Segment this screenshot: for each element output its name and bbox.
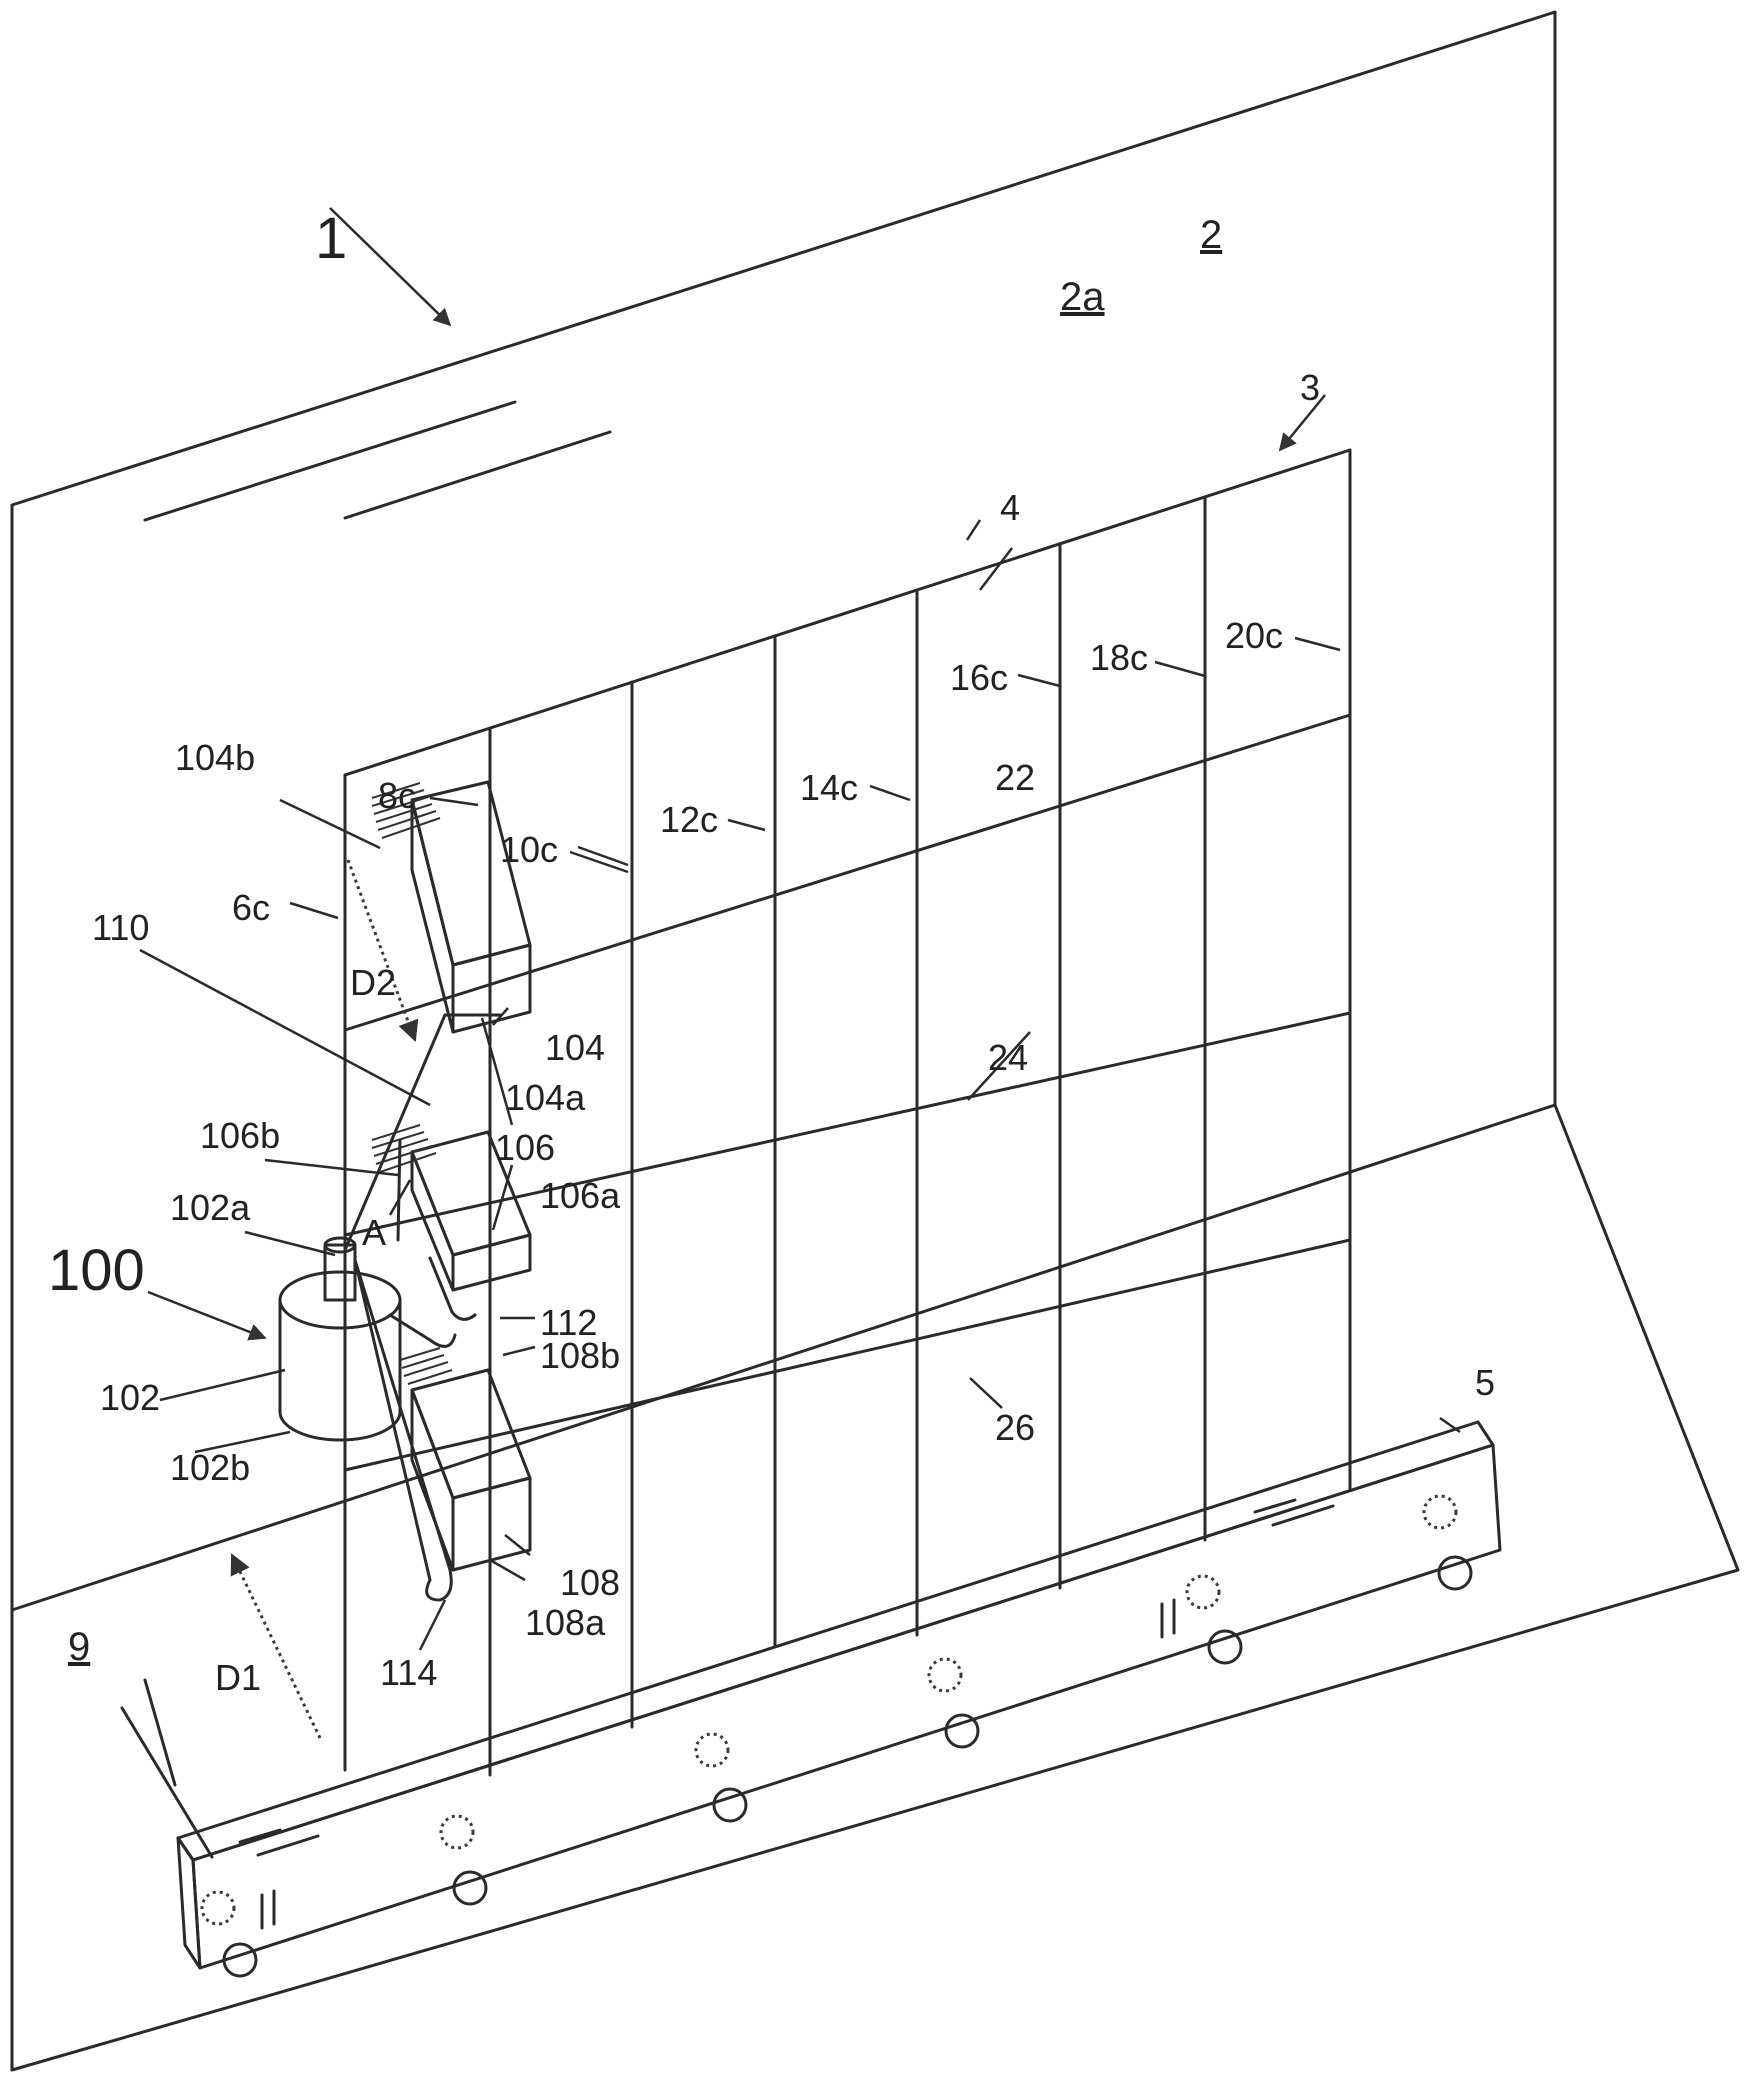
- label-d1: D1: [215, 1657, 261, 1698]
- conveyor: [178, 1422, 1500, 1976]
- label-18c: 18c: [1090, 637, 1148, 678]
- label-104a: 104a: [505, 1077, 586, 1118]
- label-8c: 8c: [378, 775, 416, 816]
- label-top-rail: 4: [1000, 487, 1020, 528]
- label-108: 108: [560, 1562, 620, 1603]
- arrow-100: [148, 1292, 265, 1338]
- label-12c: 12c: [660, 799, 718, 840]
- label-104b: 104b: [175, 737, 255, 778]
- label-102a: 102a: [170, 1187, 251, 1228]
- label-26: 26: [995, 1407, 1035, 1448]
- label-24: 24: [988, 1037, 1028, 1078]
- label-110: 110: [92, 907, 149, 948]
- floor: [12, 1105, 1738, 2070]
- label-108a: 108a: [525, 1602, 606, 1643]
- label-floor: 9: [68, 1625, 90, 1669]
- label-14c: 14c: [800, 767, 858, 808]
- label-angle: A: [362, 1212, 386, 1253]
- label-106: 106: [495, 1127, 555, 1168]
- label-106b: 106b: [200, 1115, 280, 1156]
- label-6c: 6c: [232, 887, 270, 928]
- label-20c: 20c: [1225, 615, 1283, 656]
- label-device: 100: [48, 1238, 145, 1303]
- label-conveyor: 5: [1475, 1362, 1495, 1403]
- dimension-d1: [232, 1555, 320, 1738]
- cylinder-102-shape: [280, 1238, 475, 1600]
- label-assembly: 1: [315, 206, 347, 271]
- label-wall: 2: [1200, 213, 1222, 257]
- leader-lines: [140, 520, 1460, 1650]
- arrow-1: [330, 208, 450, 325]
- label-102b: 102b: [170, 1447, 250, 1488]
- label-wall-face: 2a: [1060, 275, 1105, 319]
- label-114: 114: [380, 1652, 437, 1693]
- label-102: 102: [100, 1377, 160, 1418]
- label-10c: 10c: [500, 829, 558, 870]
- dimension-d2: [348, 860, 415, 1040]
- label-d2: D2: [350, 962, 396, 1003]
- label-112: 112: [540, 1302, 597, 1343]
- label-frame: 3: [1300, 367, 1320, 408]
- label-16c: 16c: [950, 657, 1008, 698]
- label-104: 104: [545, 1027, 605, 1068]
- label-22: 22: [995, 757, 1035, 798]
- label-106a: 106a: [540, 1175, 621, 1216]
